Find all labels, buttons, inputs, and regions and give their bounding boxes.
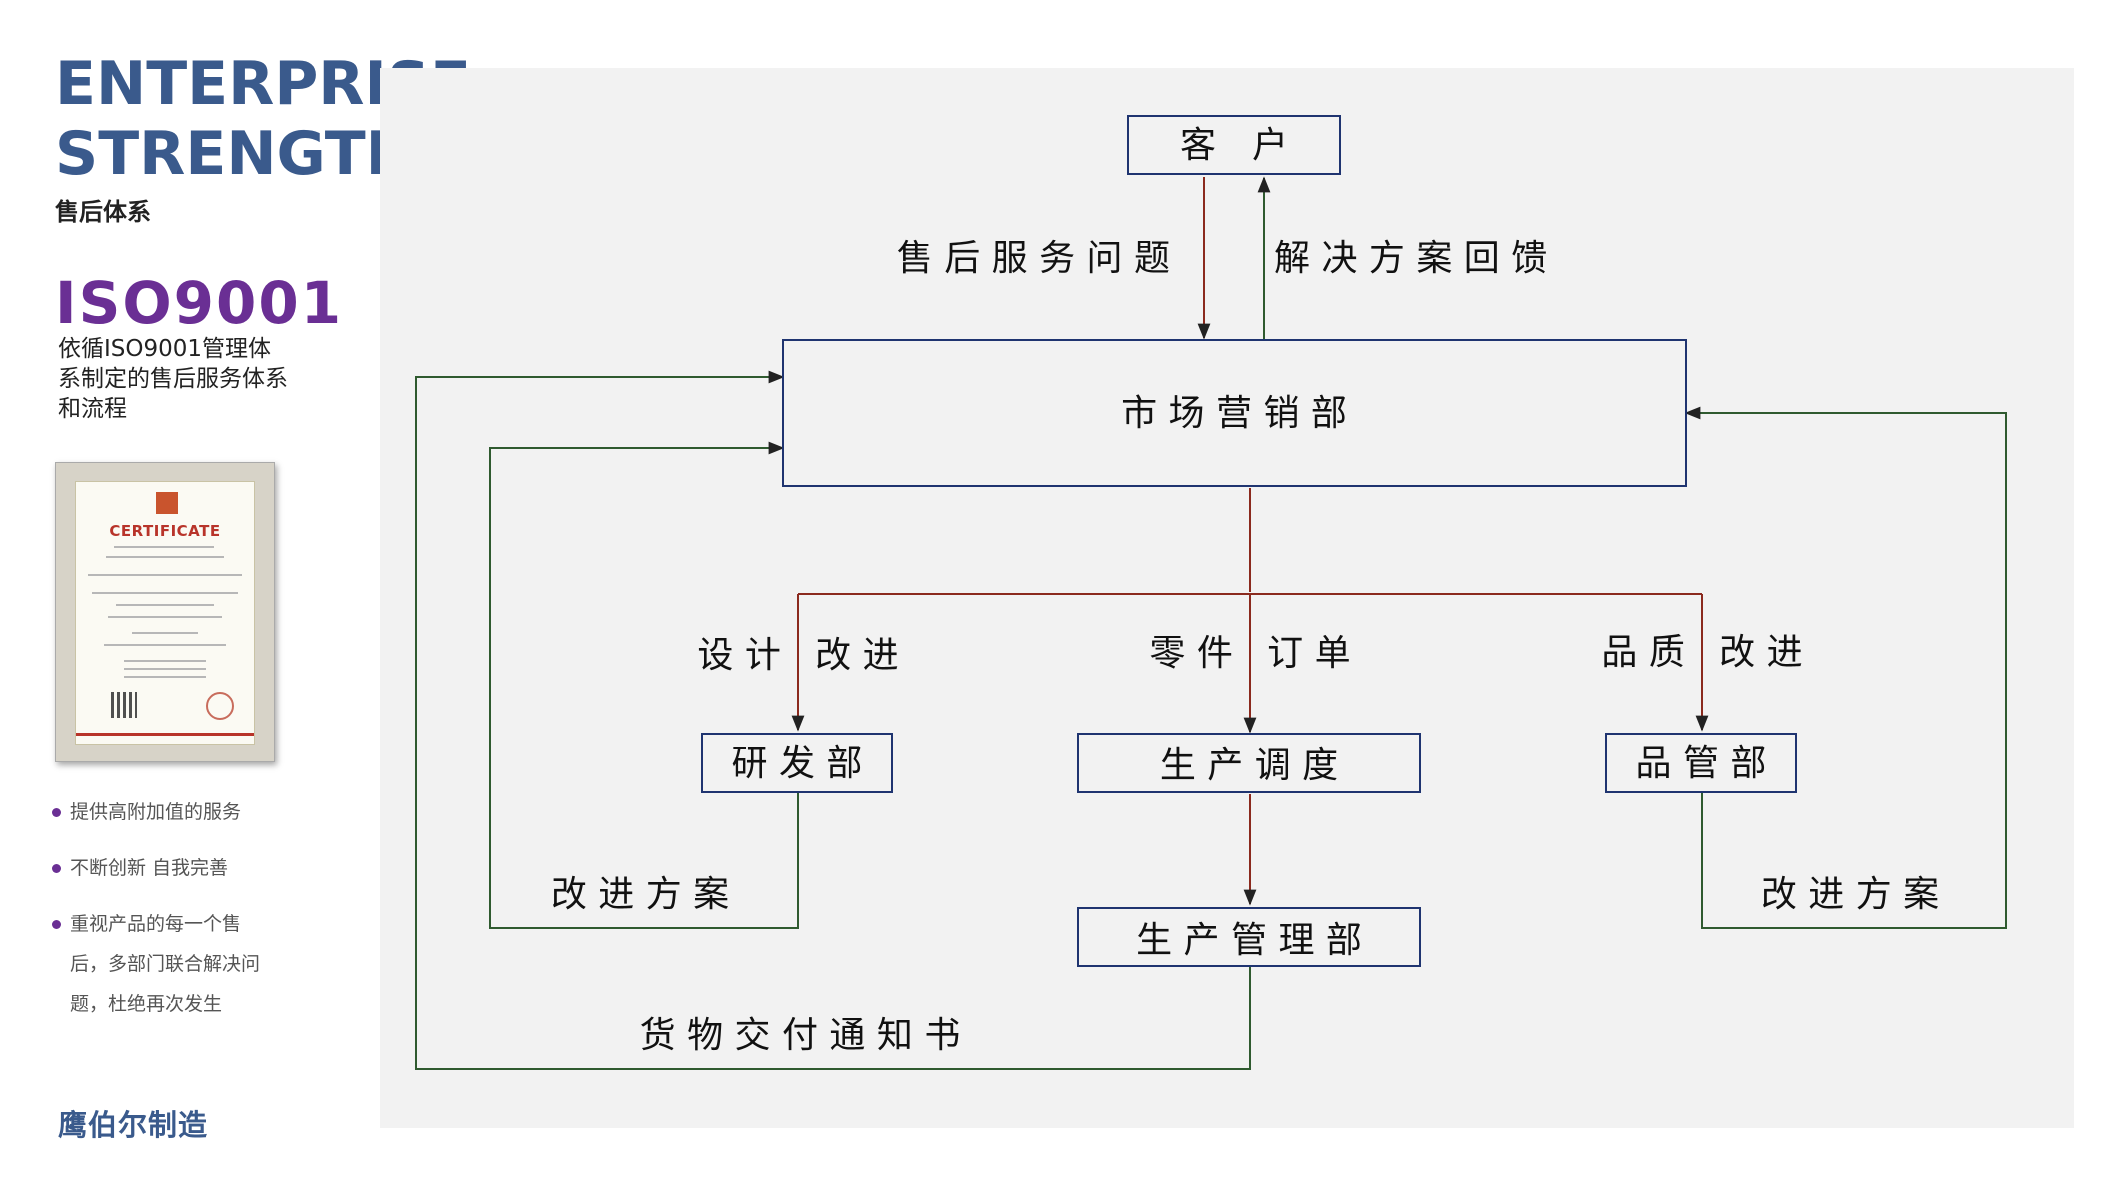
bullet-dot-icon: [52, 864, 61, 873]
node-production-scheduling: 生 产 调 度: [1077, 733, 1421, 793]
node-marketing: 市 场 营 销 部: [782, 339, 1687, 487]
edge-label-parts-order: 零 件 订 单: [1149, 633, 1350, 674]
section-subtitle: 售后体系: [55, 198, 151, 226]
node-customer: 客 户: [1127, 115, 1341, 175]
node-production-management-label: 生 产 管 理 部: [1136, 920, 1362, 961]
edge-label-improvement-plan-right: 改 进 方 案: [1761, 874, 1939, 915]
edge-label-solution-feedback: 解 决 方 案 回 馈: [1274, 238, 1547, 279]
edge-label-design-improvement: 设 计 改 进: [697, 635, 898, 676]
certificate-image: CERTIFICATE: [75, 481, 255, 745]
certificate-frame: CERTIFICATE: [55, 462, 275, 762]
edge-label-improvement-plan-left: 改 进 方 案: [551, 874, 729, 915]
bullet-item: 不断创新 自我完善: [50, 848, 310, 888]
bullet-item: 提供高附加值的服务: [50, 792, 310, 832]
certificate-text-line: [88, 574, 242, 576]
certificate-text-line: [132, 632, 198, 634]
certificate-text-line: [116, 604, 214, 606]
edge-label-delivery-notice: 货 物 交 付 通 知 书: [640, 1015, 961, 1056]
certificate-text-line: [114, 546, 214, 548]
iso-description: 依循ISO9001管理体系制定的售后服务体系和流程: [58, 336, 288, 422]
node-production-scheduling-label: 生 产 调 度: [1160, 745, 1338, 786]
certificate-qr-code-icon: [111, 692, 137, 718]
edge-label-service-issue: 售 后 服 务 问 题: [897, 238, 1170, 279]
certificate-emblem-icon: [156, 492, 178, 514]
bullet-dot-icon: [52, 920, 61, 929]
certificate-text-line: [124, 668, 206, 670]
node-quality-label: 品 管 部: [1636, 743, 1767, 784]
certificate-text-line: [124, 676, 206, 678]
bullet-dot-icon: [52, 808, 61, 817]
brand-name: 鹰伯尔制造: [58, 1108, 209, 1142]
certificate-text-line: [106, 556, 224, 558]
iso-title: ISO9001: [55, 269, 344, 337]
node-production-management: 生 产 管 理 部: [1077, 907, 1421, 967]
certificate-border-line: [76, 733, 254, 736]
node-rnd: 研 发 部: [701, 733, 893, 793]
arrow-quality-improvement-plan: [1684, 406, 2007, 929]
certificate-text-line: [124, 660, 206, 662]
node-customer-label: 客 户: [1180, 125, 1288, 166]
edge-label-quality-improvement: 品 质 改 进: [1601, 632, 1802, 673]
left-sidebar: ENTERPRISE STRENGTH 售后体系 ISO9001 依循ISO90…: [0, 0, 471, 1186]
node-quality: 品 管 部: [1605, 733, 1797, 793]
certificate-text-line: [104, 644, 226, 646]
certificate-text-line: [108, 616, 222, 618]
certificate-text-line: [92, 592, 238, 594]
certificate-seal-icon: [206, 692, 234, 720]
bullet-item: 重视产品的每一个售后，多部门联合解决问题，杜绝再次发生: [50, 904, 310, 1024]
arrow-rnd-improvement-plan: [489, 441, 799, 929]
certificate-title: CERTIFICATE: [109, 522, 221, 540]
node-rnd-label: 研 发 部: [732, 743, 863, 784]
arrow-delivery-notice: [415, 370, 1251, 1070]
node-marketing-label: 市 场 营 销 部: [1121, 393, 1347, 434]
heading-line-2: STRENGTH: [55, 119, 416, 189]
